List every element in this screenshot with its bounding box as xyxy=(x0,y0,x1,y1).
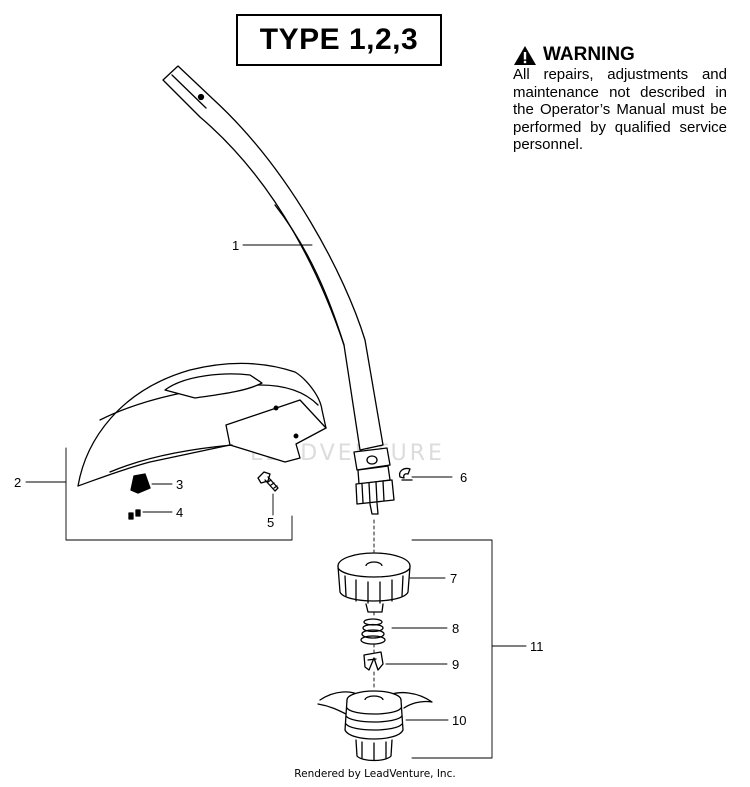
callout-4: 4 xyxy=(176,505,184,520)
type-title: TYPE 1,2,3 xyxy=(259,23,419,56)
warning-heading: WARNING xyxy=(543,44,635,65)
guard-part xyxy=(77,362,327,487)
bolt-part xyxy=(257,471,279,492)
clip-part xyxy=(398,467,413,481)
screws-part xyxy=(128,509,141,520)
spring-part xyxy=(360,618,386,645)
callout-9: 9 xyxy=(452,657,460,672)
callout-3: 3 xyxy=(176,477,184,492)
callout-5: 5 xyxy=(267,515,275,530)
callout-6: 6 xyxy=(460,470,468,485)
callout-1: 1 xyxy=(232,238,240,253)
warning-triangle-icon xyxy=(514,45,536,65)
spool-part xyxy=(317,690,433,762)
leader-lines xyxy=(25,244,527,759)
warning-notice: WARNING All repairs, adjustments and mai… xyxy=(513,44,727,154)
callout-8: 8 xyxy=(452,621,460,636)
footer-credit: Rendered by LeadVenture, Inc. xyxy=(294,768,456,780)
shaft-part xyxy=(162,65,395,515)
head-cover-part xyxy=(337,552,411,613)
warning-text: All repairs, adjustments and maintenance… xyxy=(513,66,727,153)
callout-10: 10 xyxy=(452,713,467,728)
cutter-blade-part xyxy=(130,473,151,494)
callout-2: 2 xyxy=(14,475,22,490)
eyelet-part xyxy=(363,651,384,671)
callout-7: 7 xyxy=(450,571,458,586)
type-title-box: TYPE 1,2,3 xyxy=(236,14,442,66)
callout-11: 11 xyxy=(530,639,544,654)
